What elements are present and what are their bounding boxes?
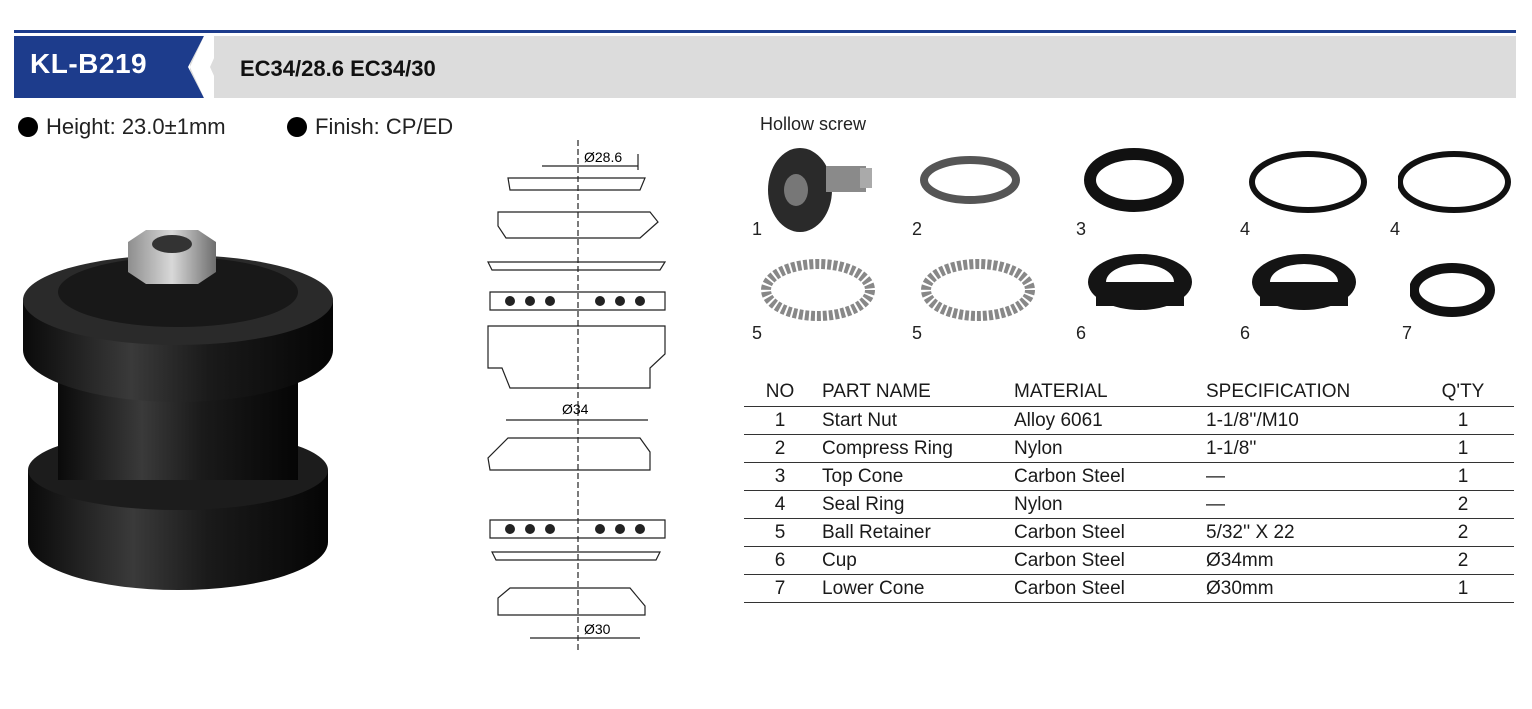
column-header: SPECIFICATION — [1200, 378, 1412, 407]
header-bar — [190, 36, 1516, 98]
table-cell: Carbon Steel — [1008, 518, 1200, 547]
attribute-height: Height: 23.0±1mm — [18, 114, 226, 140]
table-cell: 1 — [1412, 434, 1514, 463]
table-cell: Lower Cone — [816, 574, 1008, 603]
exploded-drawing: Ø28.6 Ø34 Ø30 — [487, 140, 667, 650]
part-item: 4 — [1240, 140, 1388, 240]
ball-retainer-icon — [921, 259, 1035, 321]
cup-icon — [1252, 254, 1356, 310]
hollow-screw-caption: Hollow screw — [760, 114, 867, 134]
part-number: 4 — [1240, 219, 1251, 239]
part-number: 5 — [752, 323, 763, 343]
part-item: 5 — [912, 244, 1060, 344]
table-cell: — — [1200, 462, 1412, 491]
table-cell: 2 — [1412, 546, 1514, 575]
bullet-icon — [18, 117, 38, 137]
part-number: 4 — [1390, 219, 1401, 239]
part-item: 6 — [1240, 244, 1388, 344]
table-cell: Nylon — [1008, 490, 1200, 519]
spec-code: EC34/28.6 EC34/30 — [240, 56, 436, 81]
table-cell: Start Nut — [816, 406, 1008, 435]
part-item: 6 — [1076, 244, 1224, 344]
dimension-label: Ø28.6 — [584, 149, 622, 165]
table-cell: Ball Retainer — [816, 518, 1008, 547]
part-number: 2 — [912, 219, 923, 239]
hollow-screw-icon — [768, 148, 872, 232]
part-number: 3 — [1076, 219, 1087, 239]
table-cell: 1-1/8'' — [1200, 434, 1412, 463]
table-cell: — — [1200, 490, 1412, 519]
table-cell: Carbon Steel — [1008, 574, 1200, 603]
table-cell: Ø34mm — [1200, 546, 1412, 575]
table-cell: Cup — [816, 546, 1008, 575]
model-tab — [14, 36, 214, 98]
table-cell: 1-1/8''/M10 — [1200, 406, 1412, 435]
dimension-label: Ø30 — [584, 621, 611, 637]
ball-retainer-icon — [761, 259, 875, 321]
attribute-label: Finish: CP/ED — [315, 114, 454, 139]
table-cell: 1 — [1412, 462, 1514, 491]
table-cell: 1 — [1412, 406, 1514, 435]
attribute-label: Height: 23.0±1mm — [46, 114, 226, 139]
part-item: 7 — [1402, 244, 1532, 344]
column-header: MATERIAL — [1008, 378, 1200, 407]
column-header: Q'TY — [1412, 378, 1514, 407]
table-cell: Carbon Steel — [1008, 546, 1200, 575]
dimension-label: Ø34 — [562, 401, 589, 417]
table-cell: 1 — [744, 406, 816, 435]
part-number: 5 — [912, 323, 923, 343]
part-number: 6 — [1076, 323, 1087, 343]
table-cell: Ø30mm — [1200, 574, 1412, 603]
table-cell: Carbon Steel — [1008, 462, 1200, 491]
table-cell: 5/32'' X 22 — [1200, 518, 1412, 547]
column-header: PART NAME — [816, 378, 1008, 407]
cup-icon — [1088, 254, 1192, 310]
table-cell: 5 — [744, 518, 816, 547]
part-number: 6 — [1240, 323, 1251, 343]
table-cell: 2 — [1412, 490, 1514, 519]
seal-ring-icon — [1397, 151, 1511, 213]
model-number: KL-B219 — [30, 48, 148, 79]
part-item: 2 — [912, 140, 1060, 240]
part-item: 1 — [752, 140, 900, 240]
seal-ring-icon — [1249, 151, 1367, 213]
table-cell: 7 — [744, 574, 816, 603]
compress-ring-icon — [920, 156, 1020, 204]
attribute-finish: Finish: CP/ED — [287, 114, 453, 140]
table-cell: Seal Ring — [816, 490, 1008, 519]
table-header-row: NO PART NAME MATERIAL SPECIFICATION Q'TY — [744, 378, 1514, 407]
table-cell: Top Cone — [816, 462, 1008, 491]
part-item: 3 — [1076, 140, 1224, 240]
header-rule — [14, 30, 1516, 33]
headset-photo — [23, 230, 333, 590]
table-cell: 2 — [744, 434, 816, 463]
lower-cone-icon — [1409, 263, 1495, 317]
part-item: 4 — [1390, 140, 1532, 240]
table-cell: Nylon — [1008, 434, 1200, 463]
parts-table: NO PART NAME MATERIAL SPECIFICATION Q'TY… — [744, 378, 1514, 603]
table-cell: Alloy 6061 — [1008, 406, 1200, 435]
part-item: 5 — [752, 244, 900, 344]
table-cell: 1 — [1412, 574, 1514, 603]
table-cell: 6 — [744, 546, 816, 575]
bullet-icon — [287, 117, 307, 137]
part-number: 1 — [752, 219, 763, 239]
table-cell: 4 — [744, 490, 816, 519]
table-cell: 3 — [744, 462, 816, 491]
table-cell: 2 — [1412, 518, 1514, 547]
top-cone-icon — [1084, 148, 1184, 212]
column-header: NO — [744, 378, 816, 407]
part-number: 7 — [1402, 323, 1413, 343]
table-cell: Compress Ring — [816, 434, 1008, 463]
